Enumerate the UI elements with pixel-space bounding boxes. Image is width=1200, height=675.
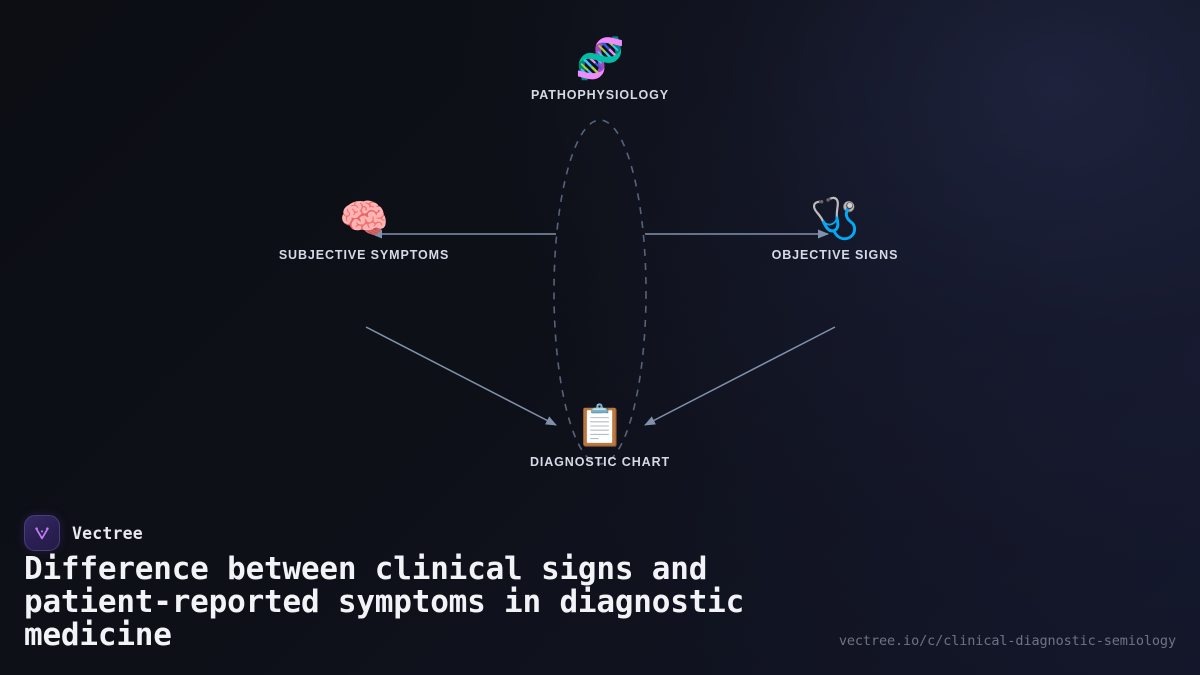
graph-node-subjective-symptoms[interactable]: 🧠 SUBJECTIVE SYMPTOMS bbox=[259, 196, 469, 262]
graph-node-label: SUBJECTIVE SYMPTOMS bbox=[278, 248, 450, 262]
graph-node-pathophysiology[interactable]: 🧬 PATHOPHYSIOLOGY bbox=[495, 36, 705, 102]
graph-node-label: OBJECTIVE SIGNS bbox=[771, 248, 899, 262]
graph-node-objective-signs[interactable]: 🩺 OBJECTIVE SIGNS bbox=[730, 196, 940, 262]
brand-name: Vectree bbox=[72, 523, 143, 543]
vectree-logo bbox=[24, 515, 60, 551]
graph-canvas bbox=[365, 119, 836, 465]
edge-subjective-chart bbox=[365, 326, 557, 426]
source-url: vectree.io/c/clinical-diagnostic-semiolo… bbox=[838, 633, 1176, 649]
brand-row[interactable]: Vectree bbox=[24, 515, 143, 551]
graph-node-label: DIAGNOSTIC CHART bbox=[529, 455, 671, 469]
dna-icon: 🧬 bbox=[575, 36, 625, 82]
page-title: Difference between clinical signs and pa… bbox=[24, 551, 745, 653]
stethoscope-icon: 🩺 bbox=[810, 196, 860, 242]
group-dashed-ellipse bbox=[553, 119, 647, 465]
brain-icon: 🧠 bbox=[339, 196, 389, 242]
clipboard-icon: 📋 bbox=[575, 403, 625, 449]
footer: Vectree Difference between clinical sign… bbox=[0, 493, 1200, 675]
edge-objective-chart bbox=[644, 326, 836, 426]
graph-node-diagnostic-chart[interactable]: 📋 DIAGNOSTIC CHART bbox=[495, 403, 705, 469]
vectree-mark-icon bbox=[35, 527, 49, 540]
graph-node-label: PATHOPHYSIOLOGY bbox=[530, 88, 670, 102]
